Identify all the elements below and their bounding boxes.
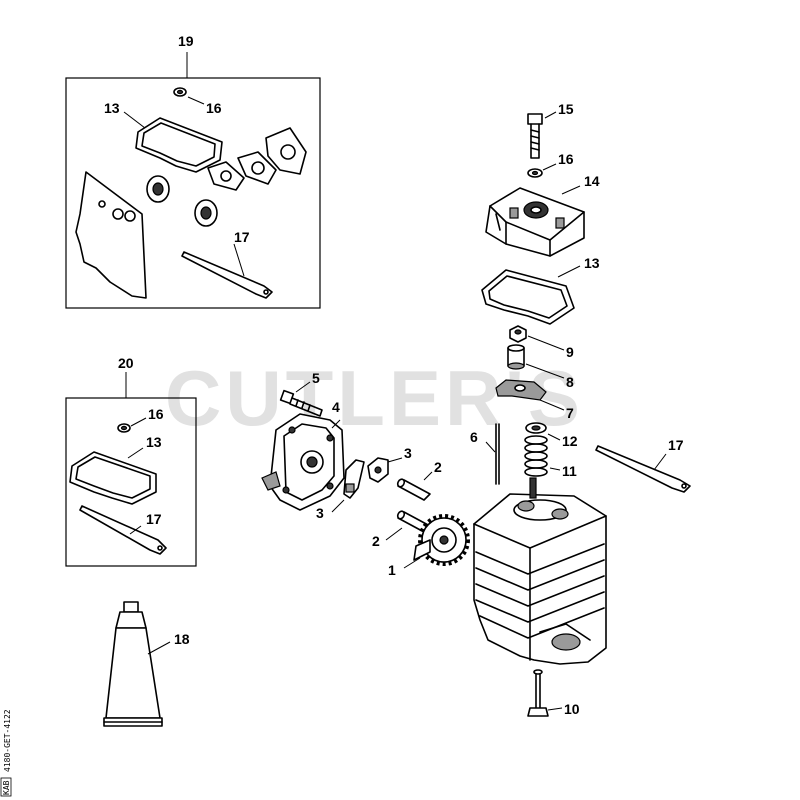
callout-16-cover: 16: [558, 151, 574, 167]
nut-16-kit20: [117, 423, 131, 433]
kit-19-box: [65, 77, 321, 309]
callout-3-lower: 3: [316, 505, 324, 521]
gasket-13-kit19: [135, 117, 223, 173]
callout-7: 7: [566, 405, 574, 421]
flange-gasket-3: [265, 127, 307, 175]
seal-ring-2: [194, 199, 218, 227]
valve-spring-11: [524, 435, 548, 477]
rocker-pivot-8: [507, 344, 525, 370]
callout-4: 4: [332, 399, 340, 415]
callout-3-upper: 3: [404, 445, 412, 461]
callout-17-kit20: 17: [146, 511, 162, 527]
feeler-gauge-17-kit20: [79, 505, 167, 555]
grease-tube-18: 18: [103, 601, 190, 727]
valve-10: [527, 669, 549, 717]
screw-15: [527, 113, 543, 159]
callout-16-kit20: 16: [148, 406, 164, 422]
callout-13-cover: 13: [584, 255, 600, 271]
cam-follower-3b: [367, 457, 389, 483]
callout-15: 15: [558, 101, 574, 117]
screw-5: [279, 389, 323, 417]
callout-9: 9: [566, 344, 574, 360]
callout-17-loose: 17: [668, 437, 684, 453]
seal-ring-1: [146, 175, 170, 203]
drawing-code-text: 4180-GET-4122: [3, 709, 12, 772]
feeler-gauge-17-loose: [595, 445, 691, 493]
gasket-13-kit20: [69, 451, 157, 505]
callout-2-upper: 2: [434, 459, 442, 475]
nut-9: [509, 325, 527, 343]
callout-12: 12: [562, 433, 578, 449]
callout-18: 18: [174, 631, 190, 647]
callout-16-kit19: 16: [206, 100, 222, 116]
kit-20-group: 20 16 13 17: [65, 355, 197, 567]
nut-16-kit19: [173, 87, 187, 97]
callout-5: 5: [312, 370, 320, 386]
callout-6: 6: [470, 429, 478, 445]
callout-10: 10: [564, 701, 580, 717]
callout-13-kit20: 13: [146, 434, 162, 450]
washer-16: [527, 168, 543, 178]
camshaft-gear-1: [413, 514, 470, 566]
cam-follower-3a: [343, 459, 365, 499]
cam-housing-4: [261, 413, 345, 511]
heat-shield-gasket: [75, 171, 147, 299]
rocker-arm-7: [495, 379, 547, 401]
callout-14: 14: [584, 173, 600, 189]
callout-11: 11: [562, 463, 577, 479]
drawing-code-suffix: KAB: [2, 780, 11, 795]
gasket-13-cover: [481, 269, 575, 325]
callout-8: 8: [566, 374, 574, 390]
pin-2-upper: [396, 478, 431, 501]
kit-20-box: [65, 397, 197, 567]
callout-20: 20: [118, 355, 134, 371]
flange-gasket-1: [207, 161, 245, 191]
flange-gasket-2: [237, 151, 277, 185]
cylinder-head: [473, 477, 607, 665]
callout-2-lower: 2: [372, 533, 380, 549]
valve-cover-14: [485, 187, 585, 257]
pushrod-6: [495, 423, 500, 485]
drawing-code: 4180-GET-4122: [3, 709, 12, 772]
drawing-code-box: [0, 777, 12, 797]
callout-13-kit19: 13: [104, 100, 120, 116]
spring-retainer-12: [525, 422, 547, 434]
callout-19: 19: [178, 33, 194, 49]
kit-19-group: 19 16 13: [65, 33, 321, 309]
callout-1: 1: [388, 562, 396, 578]
callout-17-kit19: 17: [234, 229, 250, 245]
feeler-gauge-17-kit19: [181, 251, 273, 299]
